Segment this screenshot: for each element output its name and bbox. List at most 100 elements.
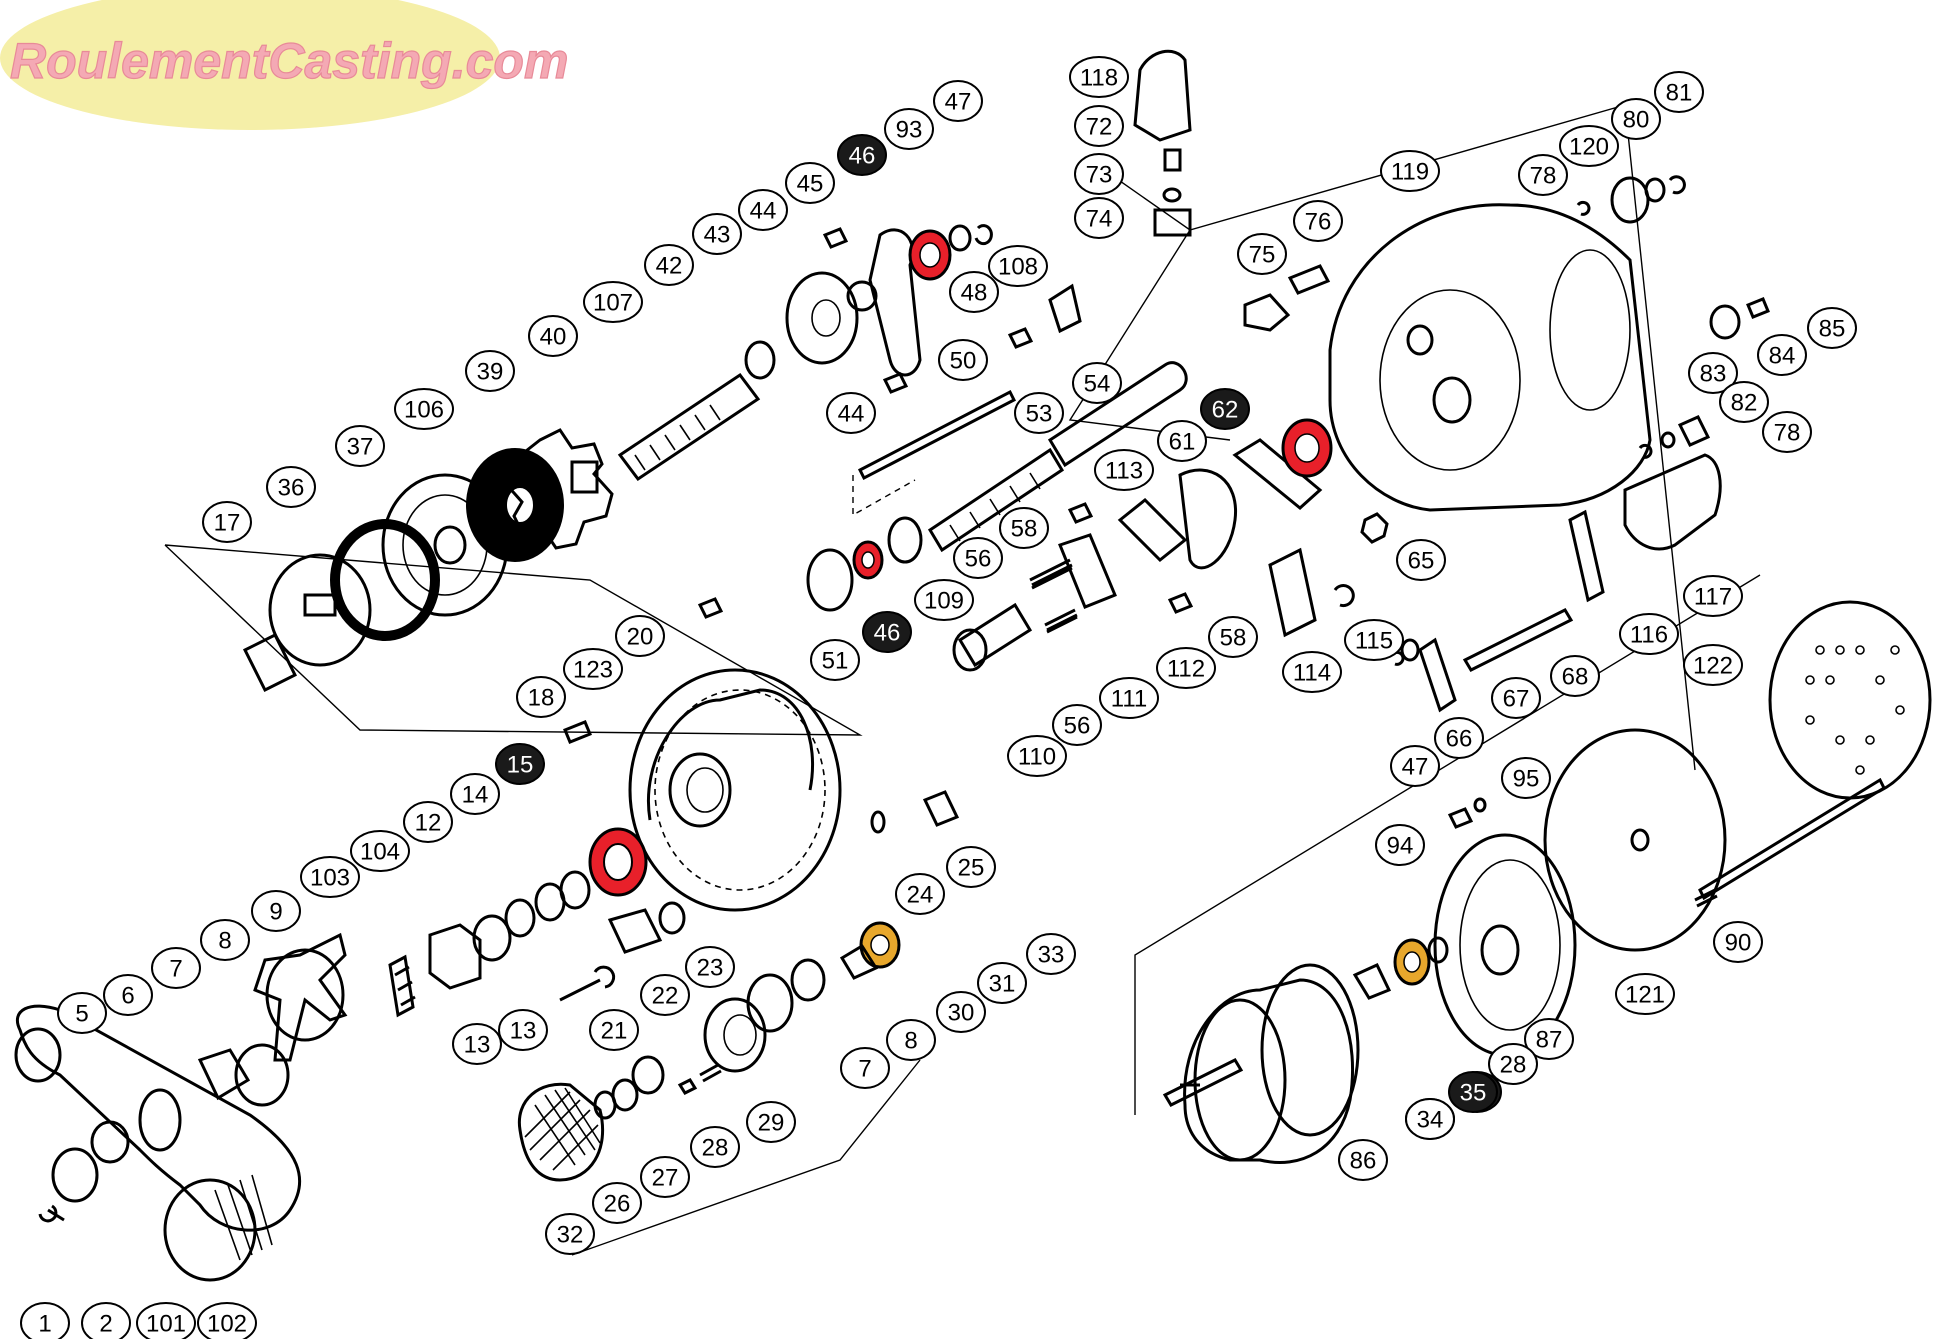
part-label-82: 82 — [1719, 381, 1769, 423]
label-bubble — [1099, 677, 1159, 719]
screw-44a — [822, 227, 849, 249]
label-bubble — [1559, 125, 1619, 167]
key-34-left — [839, 943, 879, 980]
label-number: 106 — [404, 397, 444, 424]
label-number: 115 — [1355, 628, 1393, 655]
washer-66 — [1400, 638, 1420, 662]
label-bubble — [837, 134, 887, 176]
clip-115 — [1333, 584, 1355, 608]
part-label-53: 53 — [1014, 392, 1064, 434]
washer-84 — [1709, 304, 1741, 340]
oring-24 — [870, 810, 886, 834]
star-drag-9 — [253, 932, 348, 1062]
pin-25 — [922, 790, 960, 827]
part-label-22: 22 — [640, 974, 690, 1016]
label-number: 113 — [1105, 458, 1143, 485]
label-number: 80 — [1623, 107, 1650, 134]
label-number: 17 — [214, 510, 241, 537]
part-label-9: 9 — [251, 890, 301, 932]
label-number: 42 — [656, 253, 683, 280]
washer-82 — [1660, 431, 1676, 449]
nut-65 — [1360, 512, 1389, 544]
part-label-18: 18 — [516, 676, 566, 718]
label-bubble — [1654, 71, 1704, 113]
label-bubble — [528, 315, 578, 357]
tube-54 — [1047, 361, 1188, 468]
part-label-48: 48 — [949, 271, 999, 313]
screw-58b — [1167, 592, 1194, 614]
part-label-67: 67 — [1491, 677, 1541, 719]
cast-control-assembly — [517, 921, 921, 1256]
label-number: 39 — [477, 359, 504, 386]
screw-44b — [882, 372, 909, 394]
part-label-87: 87 — [1524, 1018, 1574, 1060]
part-label-111: 111 — [1099, 677, 1159, 719]
label-bubble — [933, 80, 983, 122]
label-bubble — [886, 1019, 936, 1061]
part-label-13: 13 — [452, 1023, 502, 1065]
spring-56b — [1044, 608, 1078, 634]
washer-29 — [631, 1055, 665, 1095]
label-bubble — [57, 992, 107, 1034]
label-number: 123 — [573, 657, 613, 684]
part-label-75: 75 — [1237, 233, 1287, 275]
part-label-86: 86 — [1338, 1139, 1388, 1181]
label-bubble — [1014, 392, 1064, 434]
label-number: 85 — [1819, 316, 1846, 343]
plate-61 — [1232, 438, 1323, 510]
part-label-24: 24 — [895, 873, 945, 915]
ring-31 — [746, 973, 794, 1033]
label-number: 84 — [1769, 343, 1796, 370]
label-number: 28 — [1500, 1052, 1527, 1079]
clip-78a — [1576, 200, 1591, 216]
part-label-51: 51 — [810, 639, 860, 681]
washer-80 — [1644, 177, 1666, 203]
label-number: 56 — [965, 546, 992, 573]
part-label-14: 14 — [450, 773, 500, 815]
label-number: 47 — [945, 89, 972, 116]
label-number: 1 — [38, 1311, 51, 1338]
label-bubble — [335, 425, 385, 467]
washer-27 — [593, 1090, 617, 1120]
label-number: 76 — [1305, 209, 1332, 236]
label-bubble — [685, 946, 735, 988]
plate-2 — [51, 1147, 99, 1203]
part-label-103: 103 — [300, 856, 360, 898]
spring-8 — [699, 1063, 722, 1083]
part-label-56: 56 — [1052, 704, 1102, 746]
washer-14 — [559, 870, 591, 910]
part-label-113: 113 — [1094, 449, 1154, 491]
part-label-2: 2 — [81, 1302, 131, 1344]
label-bubble — [589, 1009, 639, 1051]
gear-42 — [785, 271, 859, 365]
label-bubble — [1518, 154, 1568, 196]
label-bubble — [350, 830, 410, 872]
label-number: 45 — [797, 171, 824, 198]
label-number: 116 — [1630, 622, 1668, 649]
label-number: 78 — [1530, 163, 1557, 190]
label-number: 121 — [1625, 982, 1665, 1009]
label-bubble — [1683, 575, 1743, 617]
washer-13a — [504, 898, 536, 938]
part-label-44: 44 — [738, 189, 788, 231]
label-bubble — [545, 1213, 595, 1255]
part-label-17: 17 — [202, 501, 252, 543]
nut-101 — [90, 1120, 130, 1164]
label-number: 111 — [1111, 686, 1147, 713]
label-number: 22 — [652, 983, 679, 1010]
part-label-8: 8 — [886, 1019, 936, 1061]
label-number: 78 — [1774, 420, 1801, 447]
logo: RoulementCasting.com — [0, 0, 569, 130]
label-number: 21 — [601, 1018, 628, 1045]
label-bubble — [202, 501, 252, 543]
label-bubble — [1344, 619, 1404, 661]
clicker-75 — [1243, 293, 1291, 332]
label-bubble — [1338, 1139, 1388, 1181]
bushing-83 — [1677, 415, 1711, 447]
part-label-61: 61 — [1157, 420, 1207, 462]
label-number: 25 — [958, 855, 985, 882]
yoke-111 — [1058, 533, 1117, 609]
part-label-28: 28 — [690, 1126, 740, 1168]
label-bubble — [300, 856, 360, 898]
